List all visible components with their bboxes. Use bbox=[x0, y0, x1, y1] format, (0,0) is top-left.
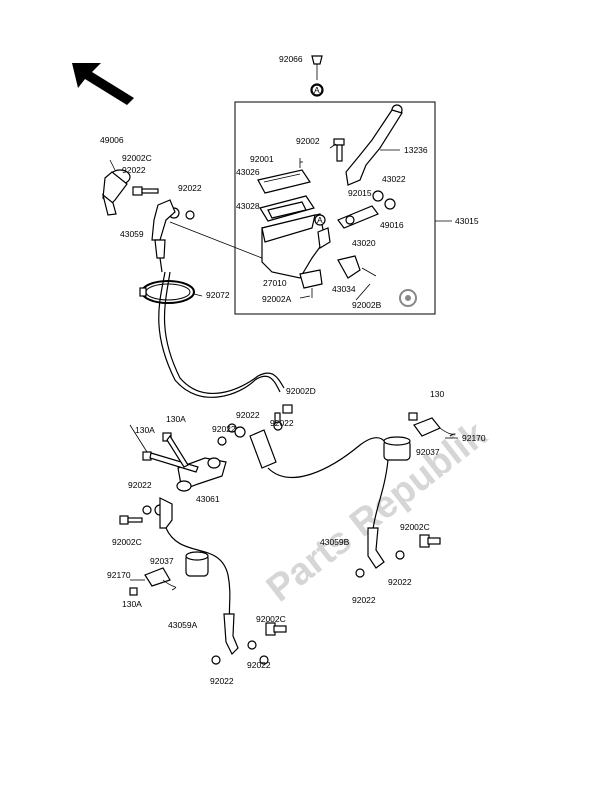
part-label: 92002B bbox=[352, 300, 382, 310]
clutch-hose bbox=[158, 271, 281, 398]
switch-part bbox=[299, 269, 323, 298]
part-label: 92015 bbox=[348, 188, 372, 198]
grommet-part bbox=[185, 551, 209, 577]
part-label: 13236 bbox=[404, 145, 428, 155]
clutch-lever-part bbox=[345, 104, 403, 186]
washer-part bbox=[142, 505, 152, 515]
part-label: 49006 bbox=[100, 135, 124, 145]
diaphragm-part bbox=[257, 169, 311, 194]
part-label: 43034 bbox=[332, 284, 356, 294]
part-label: 92022 bbox=[247, 660, 271, 670]
bracket-part bbox=[408, 412, 456, 437]
hose-connector-part bbox=[249, 429, 277, 469]
bolt-part bbox=[119, 515, 143, 525]
bolt-part bbox=[265, 622, 287, 636]
part-label: 27010 bbox=[263, 278, 287, 288]
part-label: 92170 bbox=[462, 433, 486, 443]
clamp-part bbox=[337, 255, 361, 279]
part-label: 92002C bbox=[112, 537, 142, 547]
piston-part bbox=[337, 190, 396, 229]
part-label: 43026 bbox=[236, 167, 260, 177]
bracket-part bbox=[129, 567, 177, 596]
banjo-fitting-lower bbox=[154, 497, 173, 529]
marker-a-circle bbox=[314, 214, 326, 226]
washer-part bbox=[273, 421, 283, 431]
part-label: 92002C bbox=[400, 522, 430, 532]
washer-part bbox=[211, 655, 221, 665]
dust-cap-part bbox=[101, 159, 131, 216]
washer-part bbox=[355, 568, 365, 578]
part-label: 92002 bbox=[296, 136, 320, 146]
leader-lines bbox=[129, 143, 458, 581]
part-label: 92022 bbox=[388, 577, 412, 587]
marker-a-label: A bbox=[317, 215, 323, 225]
banjo-fitting-b bbox=[367, 527, 385, 569]
bolt-130a-part bbox=[162, 432, 189, 468]
part-label: 92066 bbox=[279, 54, 303, 64]
part-label: 43059 bbox=[120, 229, 144, 239]
part-label: 92001 bbox=[250, 154, 274, 164]
part-label: 130A bbox=[122, 599, 142, 609]
banjo-fitting-a bbox=[223, 613, 239, 656]
washer-part bbox=[227, 423, 237, 433]
pivot-bolt-part bbox=[333, 138, 345, 162]
assembly-frame bbox=[234, 101, 436, 315]
marker-a-circle bbox=[311, 84, 323, 96]
part-label: 92022 bbox=[128, 480, 152, 490]
part-label: 43059B bbox=[320, 537, 350, 547]
washer-part bbox=[259, 655, 269, 665]
plate-part bbox=[259, 195, 315, 222]
part-label: 92022 bbox=[178, 183, 202, 193]
part-label: 92022 bbox=[210, 676, 234, 686]
part-label: 43015 bbox=[455, 216, 479, 226]
part-label: 92002C bbox=[122, 153, 152, 163]
part-label: 92022 bbox=[270, 418, 294, 428]
bolt-part bbox=[419, 534, 441, 548]
part-label: 92002A bbox=[262, 294, 292, 304]
part-label: 92037 bbox=[416, 447, 440, 457]
part-label: 92022 bbox=[122, 165, 146, 175]
part-label: 92022 bbox=[236, 410, 260, 420]
part-label: 43028 bbox=[236, 201, 260, 211]
grommet-part bbox=[383, 436, 411, 461]
part-label: 92037 bbox=[150, 556, 174, 566]
bolt-130a-part bbox=[142, 451, 199, 473]
washer-part bbox=[217, 436, 227, 446]
direction-arrow-icon bbox=[72, 63, 134, 105]
part-label: 92170 bbox=[107, 570, 131, 580]
master-cylinder-body bbox=[169, 213, 331, 279]
part-label: 130A bbox=[166, 414, 186, 424]
part-label: 49016 bbox=[380, 220, 404, 230]
washer-part bbox=[395, 550, 405, 560]
part-label: 43061 bbox=[196, 494, 220, 504]
washer-part bbox=[185, 210, 195, 220]
part-label: 92002D bbox=[286, 386, 316, 396]
part-label: 43059A bbox=[168, 620, 198, 630]
banjo-hose-fitting bbox=[151, 199, 176, 273]
washer-part bbox=[247, 640, 257, 650]
part-label: 130 bbox=[430, 389, 444, 399]
part-label: 43022 bbox=[382, 174, 406, 184]
part-label: 92022 bbox=[352, 595, 376, 605]
part-label: 92072 bbox=[206, 290, 230, 300]
marker-a-label: A bbox=[314, 85, 320, 95]
part-label: 92002C bbox=[256, 614, 286, 624]
bolt-part bbox=[132, 186, 159, 196]
part-label: 43020 bbox=[352, 238, 376, 248]
part-label: 130A bbox=[135, 425, 155, 435]
washer-part bbox=[234, 426, 246, 438]
gear-icon bbox=[399, 289, 417, 307]
part-label: 92022 bbox=[212, 424, 236, 434]
